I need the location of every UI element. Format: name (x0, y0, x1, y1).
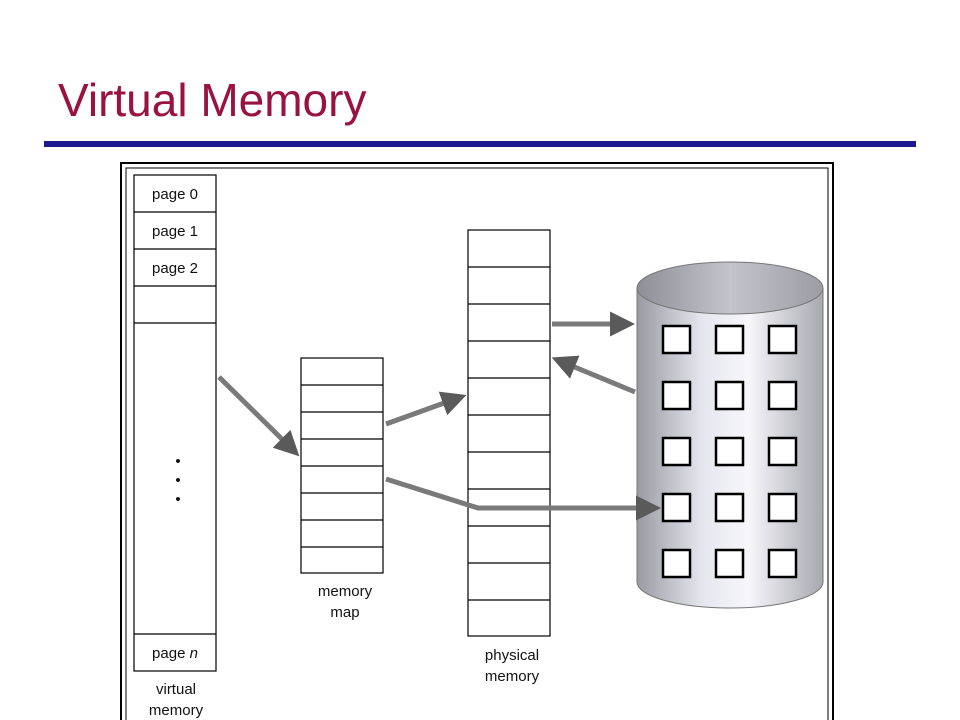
page-n-prefix: page (152, 645, 190, 662)
figure-frame-outer (120, 162, 834, 720)
disk-cylinder-icon (636, 261, 824, 609)
page-label: page 0 (152, 186, 198, 203)
memory-map-label: memory (318, 583, 373, 600)
virtual-memory-label: virtual (156, 681, 196, 698)
arrow-map-to-physical (385, 391, 467, 427)
virtual-memory-label: memory (149, 702, 204, 719)
page-n-label: page n (152, 645, 198, 662)
page-label: page 1 (152, 223, 198, 240)
memory-map-label: map (330, 604, 359, 621)
mapping-arrows (217, 311, 661, 521)
arrow-map-to-disk (385, 476, 661, 521)
memory-map-column: memory map (300, 357, 384, 621)
ellipsis-dot: • (175, 453, 180, 470)
title-rule (44, 141, 916, 147)
figure-frame-inner (125, 167, 829, 720)
physical-memory-label: physical (485, 647, 539, 664)
physical-memory-label: memory (485, 668, 540, 685)
disk-block-grid (661, 324, 798, 579)
slide-title: Virtual Memory (58, 74, 367, 126)
physical-memory-column: physical memory (467, 229, 551, 685)
arrow-disk-to-physical (551, 355, 636, 395)
arrow-virtual-to-map (217, 375, 300, 457)
page-n-variable: n (190, 645, 198, 662)
ellipsis-dot: • (175, 491, 180, 508)
page-label: page 2 (152, 260, 198, 277)
virtual-memory-column: page 0 page 1 page 2 • • • page n virtua… (133, 174, 217, 719)
ellipsis-dot: • (175, 472, 180, 489)
